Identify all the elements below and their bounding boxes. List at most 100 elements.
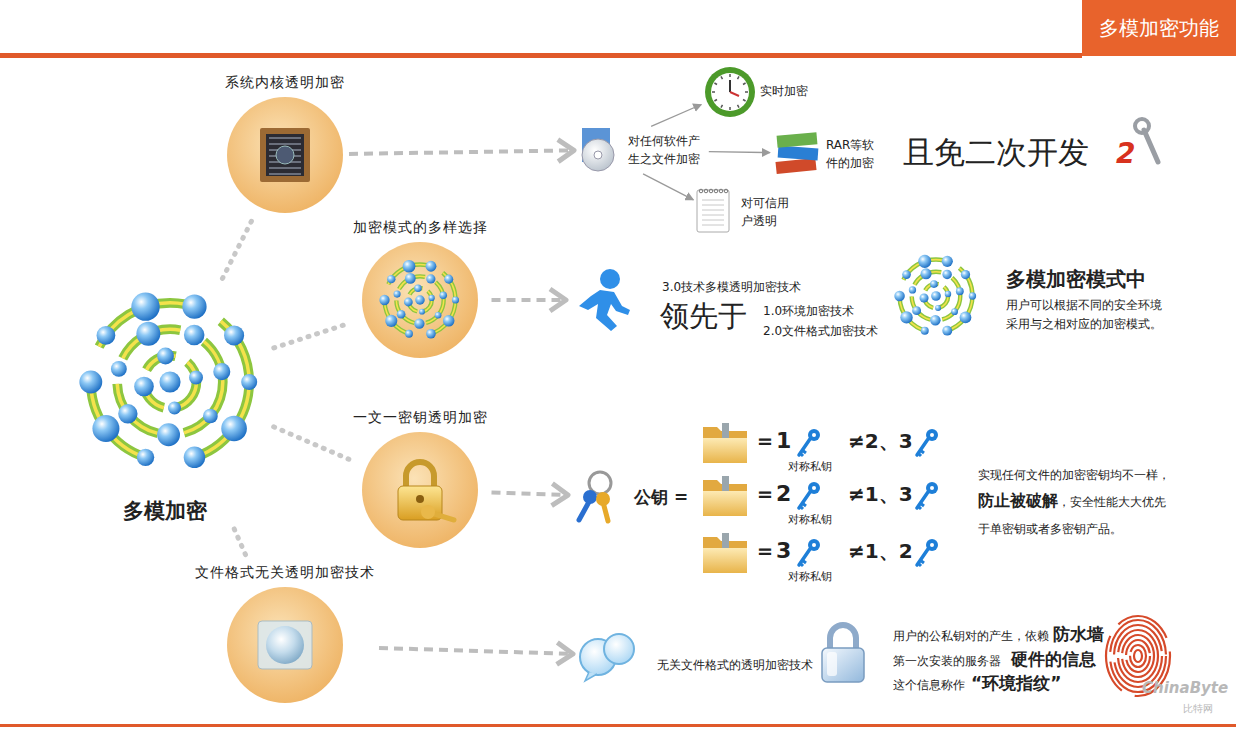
node-text: 3.0技术多模透明加密技术 — [662, 280, 801, 296]
sphere — [921, 327, 929, 335]
lock-icon — [822, 625, 864, 682]
ring — [912, 272, 961, 321]
ring — [117, 329, 223, 435]
icon-part — [729, 74, 731, 77]
node-text: RAR等软件的加密 — [826, 136, 878, 172]
icon-part — [702, 205, 724, 206]
icon-part — [1134, 650, 1142, 662]
sphere — [203, 409, 218, 424]
sphere — [189, 371, 203, 385]
node-shape — [70, 282, 270, 482]
sphere — [184, 325, 205, 346]
sphere — [134, 377, 154, 397]
note-text: ＝3 — [754, 538, 791, 563]
node-icon — [697, 188, 729, 232]
sphere — [137, 449, 154, 466]
sphere — [414, 319, 424, 329]
sphere — [385, 315, 397, 327]
branch-circle: 一文一密钥透明加密 — [353, 408, 488, 548]
node-icon — [70, 282, 270, 482]
label-line: 比特网 — [1183, 697, 1213, 718]
label-group: 实现任何文件的加密密钥均不一样，防止被破解，安全性能大大优先于单密钥或者多密钥产… — [978, 460, 1174, 542]
ring — [385, 265, 456, 336]
node-text: 实时加密 — [760, 84, 808, 100]
note-text: 比特网 — [1183, 703, 1213, 714]
top-rule — [0, 53, 1082, 58]
icon-part — [714, 189, 718, 193]
node-icon — [577, 628, 637, 682]
node-shape — [362, 432, 478, 548]
icon-part — [579, 290, 630, 331]
label-line: ＝3 — [754, 537, 791, 566]
note-text: ≠1、2 — [848, 539, 913, 563]
note-text: ≠2、3 — [848, 429, 913, 453]
icon-part — [258, 621, 312, 669]
sphere — [443, 315, 454, 326]
sphere — [435, 312, 442, 319]
icon-part — [604, 634, 634, 664]
feature-node: 对可信用户透明 — [697, 188, 790, 232]
label-group: 对称私钥 — [788, 455, 832, 476]
icon-part — [269, 143, 301, 145]
sphere — [118, 404, 137, 423]
icon-part — [721, 105, 723, 108]
node-shape — [774, 130, 820, 176]
bottom-rule — [0, 724, 1236, 727]
icon-part — [777, 132, 818, 147]
node-icon — [705, 67, 755, 117]
icon-part — [827, 652, 837, 676]
key-icon — [799, 539, 820, 566]
label-line: 对称私钥 — [788, 455, 832, 476]
label-group: 对称私钥 — [788, 565, 832, 586]
sphere — [131, 292, 159, 320]
sphere — [387, 275, 395, 283]
node-icon — [227, 587, 343, 703]
hub-node: 多模加密 — [70, 282, 270, 525]
sphere — [909, 286, 916, 293]
node-icon — [572, 470, 618, 522]
node-shape — [570, 268, 630, 332]
arrow-connector — [491, 492, 568, 495]
feature-node: RAR等软件的加密 — [774, 130, 878, 176]
node-text: 一文一密钥透明加密 — [353, 408, 488, 426]
note-text: ≠1、3 — [848, 482, 913, 506]
node-icon — [570, 268, 630, 332]
node-text: 无关文件格式的透明加密技术 — [657, 658, 813, 674]
icon-part — [596, 492, 610, 506]
key-icon — [799, 482, 820, 509]
sphere — [414, 285, 422, 293]
sphere — [902, 270, 911, 279]
folder-icon — [703, 533, 747, 573]
node-icon — [227, 97, 343, 213]
note-text: 用户的公私钥对的产生，依赖 — [893, 629, 1049, 643]
icon-part — [266, 626, 304, 664]
icon-part — [260, 128, 310, 182]
note-text: ＝2 — [754, 481, 791, 506]
sphere — [97, 326, 116, 345]
icon-part — [738, 76, 740, 79]
ring — [396, 276, 443, 323]
dotted-connector — [234, 529, 247, 559]
sphere — [452, 296, 459, 303]
circle-ground — [227, 97, 343, 213]
node-icon — [362, 242, 478, 358]
icon-part — [266, 134, 304, 176]
sphere — [439, 292, 447, 300]
icon-part — [714, 83, 717, 85]
icon-part — [704, 189, 708, 193]
node-shape — [697, 188, 729, 232]
sphere — [426, 274, 435, 283]
note-text: 实现任何文件的加密密钥均不一样， — [978, 468, 1170, 482]
feature-node: 公钥 = — [572, 470, 688, 522]
sphere — [444, 275, 453, 284]
icon-part — [269, 137, 301, 139]
note-text: 防水墙 — [1053, 624, 1104, 644]
sphere — [136, 322, 160, 346]
note-text: 防止被破解 — [978, 491, 1058, 510]
branch-circle: 文件格式无关透明加密技术 — [195, 563, 375, 703]
icon-part — [1144, 130, 1158, 162]
node-text: 对任何软件产生之文件加密 — [628, 132, 705, 168]
label-group: ChinaByte — [1142, 678, 1228, 699]
